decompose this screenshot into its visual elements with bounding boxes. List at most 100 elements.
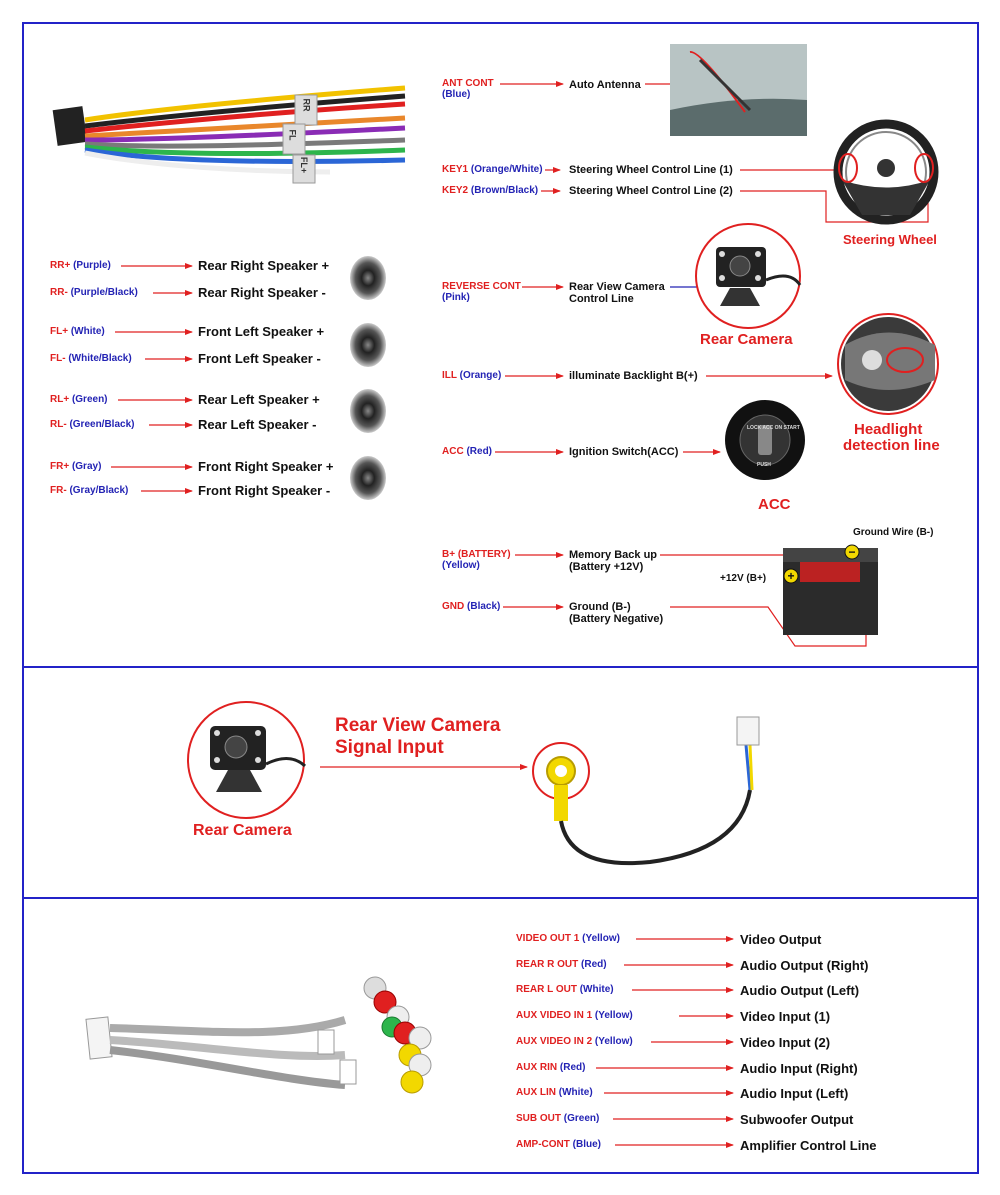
wire-code: VIDEO OUT 1 <box>516 933 580 944</box>
key1-label: KEY1 (Orange/White) <box>442 164 543 175</box>
wire-code: RL+ <box>50 394 70 405</box>
battery-desc: Memory Back up(Battery +12V) <box>569 549 657 573</box>
rl-plus-label: RL+ (Green) <box>50 394 108 405</box>
fl-minus-label: FL- (White/Black) <box>50 353 132 364</box>
fr-plus-desc: Front Right Speaker + <box>198 459 334 474</box>
rr-plus-desc: Rear Right Speaker + <box>198 258 330 273</box>
rear-camera-large-label: Rear Camera <box>193 822 292 839</box>
key-lock-text: LOCK ACC ON START <box>747 425 800 431</box>
camera-signal-title-2: Signal Input <box>335 737 444 758</box>
rear-camera-label: Rear Camera <box>700 331 793 348</box>
rr-minus-label: RR- (Purple/Black) <box>50 287 138 298</box>
wire-color: (Yellow) <box>594 1010 633 1021</box>
wire-color: (Yellow) <box>594 1036 633 1047</box>
ant-label: ANT CONT(Blue) <box>442 78 494 100</box>
wire-code: AUX VIDEO IN 1 <box>516 1010 593 1021</box>
rca-rear-r-out-desc: Audio Output (Right) <box>740 958 869 973</box>
wire-code: AUX RIN <box>516 1062 558 1073</box>
ill-desc: illuminate Backlight B(+) <box>569 370 698 382</box>
reverse-desc-line2: Control Line <box>569 293 634 305</box>
reverse-desc-line1: Rear View Camera <box>569 281 665 293</box>
fl-minus-desc: Front Left Speaker - <box>198 351 321 366</box>
wire-color: (Orange) <box>459 370 502 381</box>
battery-icon: + − <box>783 544 878 635</box>
rca-aux-video-in-1-desc: Video Input (1) <box>740 1009 831 1024</box>
wire-color: (Black) <box>467 601 501 612</box>
rl-minus-desc: Rear Left Speaker - <box>198 417 317 432</box>
wire-code: FL+ <box>50 326 69 337</box>
wire-color: (Pink) <box>442 292 470 303</box>
battery-label: B+ (BATTERY)(Yellow) <box>442 549 511 571</box>
wire-code: ANT CONT <box>442 78 494 89</box>
steering-wheel-icon <box>833 119 939 225</box>
wire-code: KEY2 <box>442 185 469 196</box>
fl-plus-desc: Front Left Speaker + <box>198 324 325 339</box>
battery-desc-line1: Memory Back up <box>569 549 658 561</box>
rl-plus-desc: Rear Left Speaker + <box>198 392 320 407</box>
rca-aux-rin-label: AUX RIN (Red) <box>516 1062 585 1073</box>
wire-code: REVERSE CONT <box>442 281 521 292</box>
battery-desc-line2: (Battery +12V) <box>569 561 644 573</box>
wire-code: SUB OUT <box>516 1113 561 1124</box>
fr-minus-label: FR- (Gray/Black) <box>50 485 128 496</box>
gnd-desc: Ground (B-)(Battery Negative) <box>569 601 663 625</box>
wire-code: AUX LIN <box>516 1087 556 1098</box>
wire-color: (Green/Black) <box>69 419 135 430</box>
acc-label: ACC <box>758 496 791 513</box>
acc-desc: Ignition Switch(ACC) <box>569 446 679 458</box>
rca-cable-image <box>532 716 760 866</box>
wire-color: (Blue) <box>572 1139 602 1150</box>
wire-code: REAR R OUT <box>516 959 579 970</box>
wire-color: (Red) <box>581 959 607 970</box>
wire-code: GND <box>442 601 465 612</box>
rca-sub-out-desc: Subwoofer Output <box>740 1112 854 1127</box>
key-push-text: PUSH <box>757 462 771 468</box>
svg-text:+: + <box>787 569 794 583</box>
rca-harness-image <box>85 976 432 1094</box>
headlight-label-1: Headlight <box>854 421 923 438</box>
ignition-key-icon <box>725 400 805 480</box>
antenna-photo <box>670 44 807 136</box>
rca-aux-video-in-2-label: AUX VIDEO IN 2 (Yellow) <box>516 1036 633 1047</box>
wire-code: RR+ <box>50 260 71 271</box>
wire-code: ILL <box>442 370 457 381</box>
rr-minus-desc: Rear Right Speaker - <box>198 285 326 300</box>
wire-color: (Yellow) <box>582 933 620 944</box>
wire-code: B+ (BATTERY) <box>442 549 511 560</box>
fl-plus-label: FL+ (White) <box>50 326 105 337</box>
wire-code: RR- <box>50 287 68 298</box>
rear-camera-large-icon <box>187 701 307 819</box>
key2-desc: Steering Wheel Control Line (2) <box>569 185 733 197</box>
ill-label: ILL (Orange) <box>442 370 501 381</box>
rca-aux-lin-label: AUX LIN (White) <box>516 1087 593 1098</box>
fr-plus-label: FR+ (Gray) <box>50 461 101 472</box>
wire-color: (Purple/Black) <box>70 287 138 298</box>
wire-code: FR+ <box>50 461 70 472</box>
ant-desc: Auto Antenna <box>569 79 641 91</box>
acc-wire-label: ACC (Red) <box>442 446 492 457</box>
wire-code: AMP-CONT <box>516 1139 570 1150</box>
wire-color: (Brown/Black) <box>470 185 539 196</box>
rca-aux-video-in-1-label: AUX VIDEO IN 1 (Yellow) <box>516 1010 633 1021</box>
headlight-icon <box>837 313 939 415</box>
wire-code: REAR L OUT <box>516 984 577 995</box>
wire-color: (Red) <box>466 446 493 457</box>
wire-color: (Gray) <box>71 461 102 472</box>
rca-aux-lin-desc: Audio Input (Left) <box>740 1086 849 1101</box>
rl-minus-label: RL- (Green/Black) <box>50 419 134 430</box>
gnd-label: GND (Black) <box>442 601 500 612</box>
wire-color: (Gray/Black) <box>69 485 129 496</box>
reverse-label: REVERSE CONT(Pink) <box>442 281 521 303</box>
steering-wheel-label: Steering Wheel <box>843 232 937 247</box>
wire-color: (White) <box>558 1087 593 1098</box>
iso-harness-image <box>52 85 406 184</box>
rca-video-out-1-label: VIDEO OUT 1 (Yellow) <box>516 933 620 944</box>
wire-color: (Purple) <box>73 260 111 271</box>
ground-wire-label: Ground Wire (B-) <box>853 527 934 538</box>
key2-label: KEY2 (Brown/Black) <box>442 185 538 196</box>
headlight-label-2: detection line <box>843 437 940 454</box>
rca-video-out-1-desc: Video Output <box>740 932 822 947</box>
wire-color: (Green) <box>563 1113 600 1124</box>
wire-color: (White) <box>579 984 614 995</box>
